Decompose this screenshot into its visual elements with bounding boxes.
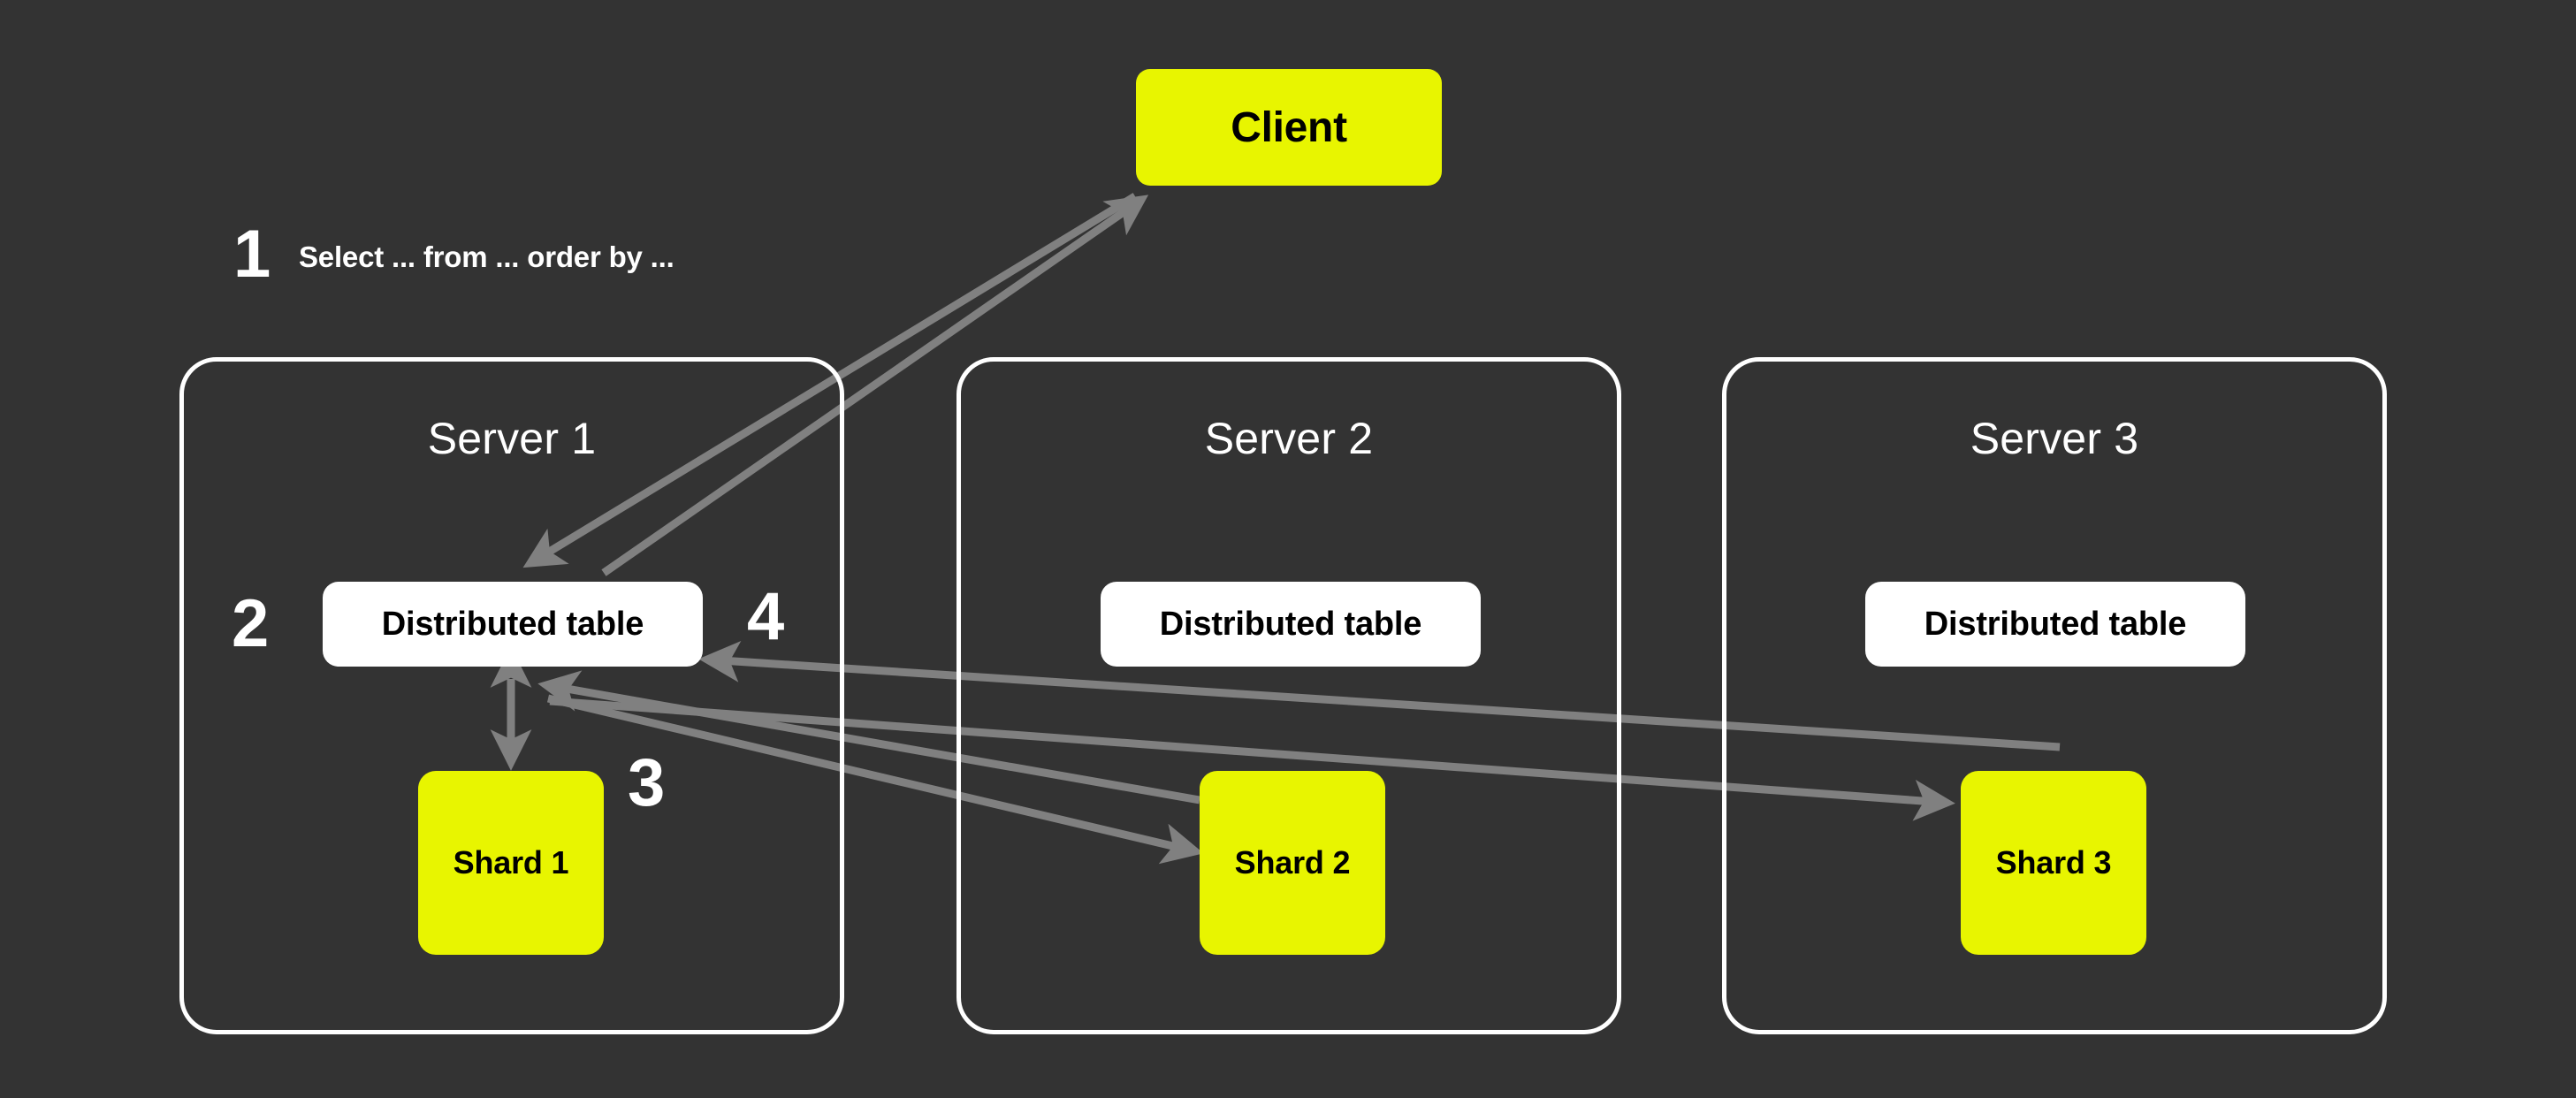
- distributed-table-server-1[interactable]: Distributed table: [323, 582, 703, 667]
- server-1-title: Server 1: [427, 414, 597, 463]
- server-panel-1: Server 1: [179, 357, 844, 1034]
- query-caption: Select ... from ... order by ...: [299, 240, 674, 273]
- step-number-1: 1: [233, 217, 271, 292]
- distributed-table-label-3: Distributed table: [1924, 605, 2187, 643]
- distributed-table-label-1: Distributed table: [381, 605, 644, 643]
- step-number-4: 4: [747, 579, 784, 654]
- step-number-2: 2: [232, 586, 269, 661]
- distributed-table-server-3[interactable]: Distributed table: [1865, 582, 2245, 667]
- shard-1-label: Shard 1: [453, 844, 569, 881]
- distributed-table-server-2[interactable]: Distributed table: [1101, 582, 1481, 667]
- client-label: Client: [1231, 103, 1347, 151]
- shard-3-label: Shard 3: [1995, 844, 2112, 881]
- client-box[interactable]: Client: [1136, 69, 1442, 186]
- shard-1-box[interactable]: Shard 1: [418, 771, 604, 955]
- shard-3-box[interactable]: Shard 3: [1961, 771, 2146, 955]
- server-2-title: Server 2: [1204, 414, 1374, 463]
- step-number-3: 3: [628, 745, 665, 820]
- server-panel-3: Server 3: [1722, 357, 2387, 1034]
- server-3-title: Server 3: [1970, 414, 2139, 463]
- distributed-table-label-2: Distributed table: [1159, 605, 1422, 643]
- server-panel-2: Server 2: [956, 357, 1621, 1034]
- shard-2-box[interactable]: Shard 2: [1200, 771, 1385, 955]
- shard-2-label: Shard 2: [1234, 844, 1351, 881]
